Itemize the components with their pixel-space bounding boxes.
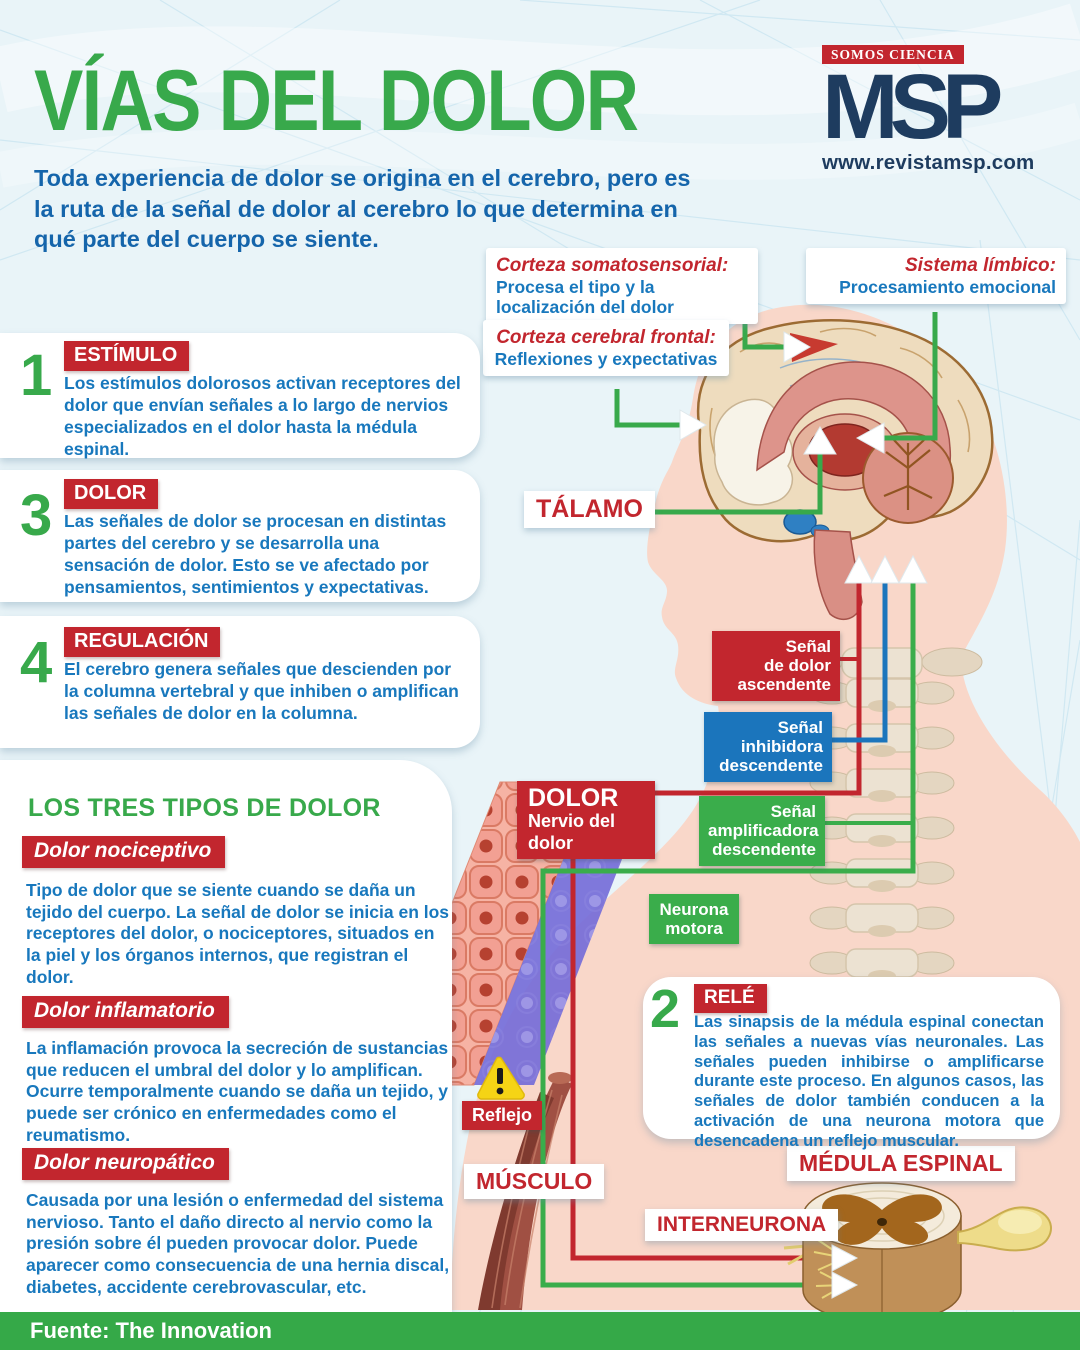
step-number-4: 4 xyxy=(20,630,53,695)
pain-type-text-neuropatico: Causada por una lesión o enfermedad del … xyxy=(26,1190,450,1297)
label-desc: Procesamiento emocional xyxy=(839,276,1056,297)
footer-bar: Fuente: The Innovation xyxy=(0,1312,1080,1350)
inhibitory-signal-line xyxy=(830,562,888,743)
step-text-estimulo: Los estímulos dolorosos activan receptor… xyxy=(64,373,461,460)
pain-type-badge-inflamatorio: Dolor inflamatorio xyxy=(22,996,229,1028)
step-badge-regulacion: REGULACIÓN xyxy=(64,627,221,657)
step-badge-rele: RELÉ xyxy=(694,984,767,1013)
neurona-motora-label: Neurona motora xyxy=(649,894,739,945)
footer-source: Fuente: The Innovation xyxy=(30,1318,272,1343)
intro-paragraph: Toda experiencia de dolor se origina en … xyxy=(34,165,691,253)
medula-espinal-label: MÉDULA ESPINAL xyxy=(787,1146,1015,1181)
step-text-regulacion: El cerebro genera señales que descienden… xyxy=(64,659,459,724)
label-desc: Reflexiones y expectativas xyxy=(494,348,718,369)
step-number-1: 1 xyxy=(20,343,53,408)
dolor-nerve-label: DOLOR Nervio del dolor xyxy=(517,781,655,860)
spinal-cord-cross-section xyxy=(783,1182,1052,1324)
pain-type-text-nociceptivo: Tipo de dolor que se siente cuando se da… xyxy=(26,880,450,987)
musculo-label: MÚSCULO xyxy=(464,1164,605,1199)
pain-type-badge-nociceptivo: Dolor nociceptivo xyxy=(22,836,226,868)
reflejo-label: Reflejo xyxy=(462,1101,542,1130)
label-title: Sistema límbico: xyxy=(905,255,1056,276)
label-title: Corteza somatosensorial: xyxy=(496,255,729,276)
step-number-3: 3 xyxy=(20,483,53,548)
signal-amplificadora-label: Señal amplificadora descendente xyxy=(699,796,825,866)
pain-type-badge-neuropatico: Dolor neuropático xyxy=(22,1148,229,1180)
brain-connector-lines xyxy=(614,309,938,515)
amplifying-signal-line xyxy=(540,562,916,1288)
logo-tagline: SOMOS CIENCIA xyxy=(822,45,964,64)
step-badge-estimulo: ESTÍMULO xyxy=(64,341,190,371)
interneurona-label: INTERNEURONA xyxy=(645,1209,839,1241)
pain-types-heading: LOS TRES TIPOS DE DOLOR xyxy=(28,794,381,822)
step-text-dolor: Las señales de dolor se procesan en dist… xyxy=(64,511,447,598)
label-desc: Procesa el tipo y la localización del do… xyxy=(496,276,674,317)
signal-inhibidora-label: Señal inhibidora descendente xyxy=(704,712,832,782)
warning-triangle-icon xyxy=(477,1056,525,1100)
somatosensory-highlight xyxy=(790,333,838,362)
arrowheads xyxy=(679,331,928,1299)
dolor-title: DOLOR xyxy=(528,784,619,812)
label-title: Corteza cerebral frontal: xyxy=(496,327,716,348)
brain-label-frontal: Corteza cerebral frontal: Reflexiones y … xyxy=(483,320,729,376)
msp-logo: SOMOS CIENCIA MSP www.revistamsp.com xyxy=(822,45,1035,175)
dolor-subtitle: Nervio del dolor xyxy=(528,811,616,853)
pain-type-text-inflamatorio: La inflamación provoca la secreción de s… xyxy=(26,1038,449,1145)
step-text-rele: Las sinapsis de la médula espinal conect… xyxy=(694,1013,1044,1150)
signal-ascendente-label: Señal de dolor ascendente xyxy=(712,631,840,701)
step-number-2: 2 xyxy=(650,979,681,1039)
step-badge-dolor: DOLOR xyxy=(64,479,159,509)
page-title: VÍAS DEL DOLOR xyxy=(34,53,639,149)
talamo-label: TÁLAMO xyxy=(524,491,655,528)
logo-wordmark: MSP xyxy=(822,56,1003,158)
background-sweeps xyxy=(0,3,1080,188)
brain-label-limbico: Sistema límbico: Procesamiento emocional xyxy=(806,248,1066,304)
logo-url: www.revistamsp.com xyxy=(822,151,1035,175)
brain-label-somatosensorial: Corteza somatosensorial: Procesa el tipo… xyxy=(486,248,758,325)
